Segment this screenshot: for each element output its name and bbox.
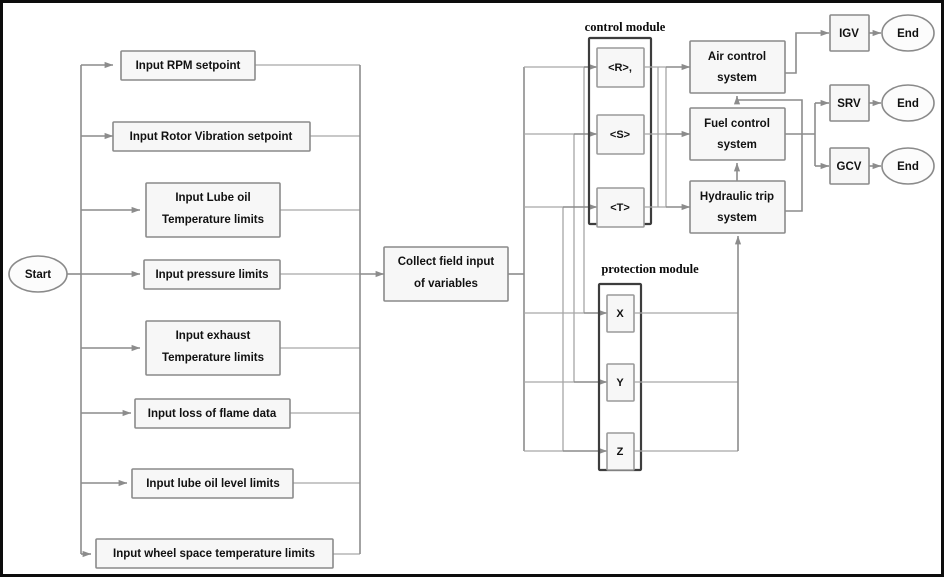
node-fuel-control-system-label-2: system	[717, 139, 757, 151]
node-collect-field-input-label-2: of variables	[414, 278, 478, 290]
control-module-title: control module	[585, 20, 666, 34]
node-collect-field-input-label-1: Collect field input	[398, 256, 495, 268]
node-hydraulic-trip-system-label-1: Hydraulic trip	[700, 191, 774, 203]
node-protection-z[interactable]: Z	[606, 432, 635, 471]
node-input-rotor-vibration-setpoint-label: Input Rotor Vibration setpoint	[130, 131, 293, 143]
node-gcv[interactable]: GCV	[829, 147, 870, 185]
collector-fanout-edges	[508, 63, 608, 455]
node-air-control-system-label-1: Air control	[708, 51, 766, 63]
node-hydraulic-trip-system-label-2: system	[717, 212, 757, 224]
node-input-lube-oil-temperature-limits-label-1: Input Lube oil	[175, 192, 250, 204]
node-input-wheel-space-temperature-limits[interactable]: Input wheel space temperature limits	[95, 538, 334, 569]
node-input-loss-of-flame-data[interactable]: Input loss of flame data	[134, 398, 291, 429]
node-gcv-label: GCV	[837, 161, 862, 173]
node-input-lube-oil-temperature-limits[interactable]: Input Lube oil Temperature limits	[145, 182, 281, 238]
fuel-to-valves-edges	[785, 99, 830, 170]
control-module-output-edges	[644, 63, 691, 211]
node-igv-label: IGV	[839, 28, 859, 40]
node-end-gcv[interactable]: End	[881, 147, 935, 185]
node-end-igv[interactable]: End	[881, 14, 935, 52]
node-protection-x-label: X	[616, 308, 624, 320]
node-fuel-control-system-label-1: Fuel control	[704, 118, 770, 130]
air-to-igv-edge	[785, 29, 830, 74]
node-igv[interactable]: IGV	[829, 14, 870, 52]
protection-module-output-edges	[634, 235, 742, 452]
node-end-srv-label: End	[897, 98, 919, 110]
node-input-wheel-space-temperature-limits-label: Input wheel space temperature limits	[113, 548, 315, 560]
protection-module-title: protection module	[601, 262, 699, 276]
node-control-s[interactable]: <S>	[596, 114, 645, 155]
node-input-exhaust-temperature-limits[interactable]: Input exhaust Temperature limits	[145, 320, 281, 376]
node-input-lube-oil-level-limits-label: Input lube oil level limits	[146, 478, 280, 490]
node-srv[interactable]: SRV	[829, 84, 870, 122]
node-input-loss-of-flame-data-label: Input loss of flame data	[148, 408, 277, 420]
node-srv-label: SRV	[837, 98, 861, 110]
node-protection-x[interactable]: X	[606, 294, 635, 333]
node-control-t[interactable]: <T>	[596, 187, 645, 228]
node-input-rotor-vibration-setpoint[interactable]: Input Rotor Vibration setpoint	[112, 121, 311, 152]
inputs-to-collector-edges	[255, 64, 385, 555]
node-start[interactable]: Start	[8, 255, 68, 293]
start-fanout-edges	[66, 61, 141, 558]
node-input-rpm-setpoint[interactable]: Input RPM setpoint	[120, 50, 256, 81]
node-input-rpm-setpoint-label: Input RPM setpoint	[136, 60, 241, 72]
node-input-lube-oil-temperature-limits-label-2: Temperature limits	[162, 214, 264, 226]
node-air-control-system[interactable]: Air control system	[689, 40, 786, 94]
node-protection-z-label: Z	[617, 446, 624, 458]
node-input-pressure-limits-label: Input pressure limits	[155, 269, 268, 281]
node-input-lube-oil-level-limits[interactable]: Input lube oil level limits	[131, 468, 294, 499]
node-control-r[interactable]: <R>,	[596, 47, 645, 88]
node-end-igv-label: End	[897, 28, 919, 40]
node-control-t-label: <T>	[610, 202, 630, 214]
node-end-srv[interactable]: End	[881, 84, 935, 122]
node-control-r-label: <R>,	[608, 62, 632, 74]
node-protection-y-label: Y	[616, 377, 624, 389]
node-protection-y[interactable]: Y	[606, 363, 635, 402]
node-hydraulic-trip-system[interactable]: Hydraulic trip system	[689, 180, 786, 234]
node-control-s-label: <S>	[610, 129, 630, 141]
node-input-pressure-limits[interactable]: Input pressure limits	[143, 259, 281, 290]
node-fuel-control-system[interactable]: Fuel control system	[689, 107, 786, 161]
hydraulic-to-air-edge	[733, 95, 803, 212]
node-air-control-system-label-2: system	[717, 72, 757, 84]
node-start-label: Start	[25, 269, 51, 281]
flowchart-svg: Start Input RPM setpoint Input Rotor Vib…	[8, 14, 935, 569]
node-collect-field-input[interactable]: Collect field input of variables	[383, 246, 509, 302]
node-input-exhaust-temperature-limits-label-2: Temperature limits	[162, 352, 264, 364]
node-end-gcv-label: End	[897, 161, 919, 173]
node-input-exhaust-temperature-limits-label-1: Input exhaust	[176, 330, 251, 342]
